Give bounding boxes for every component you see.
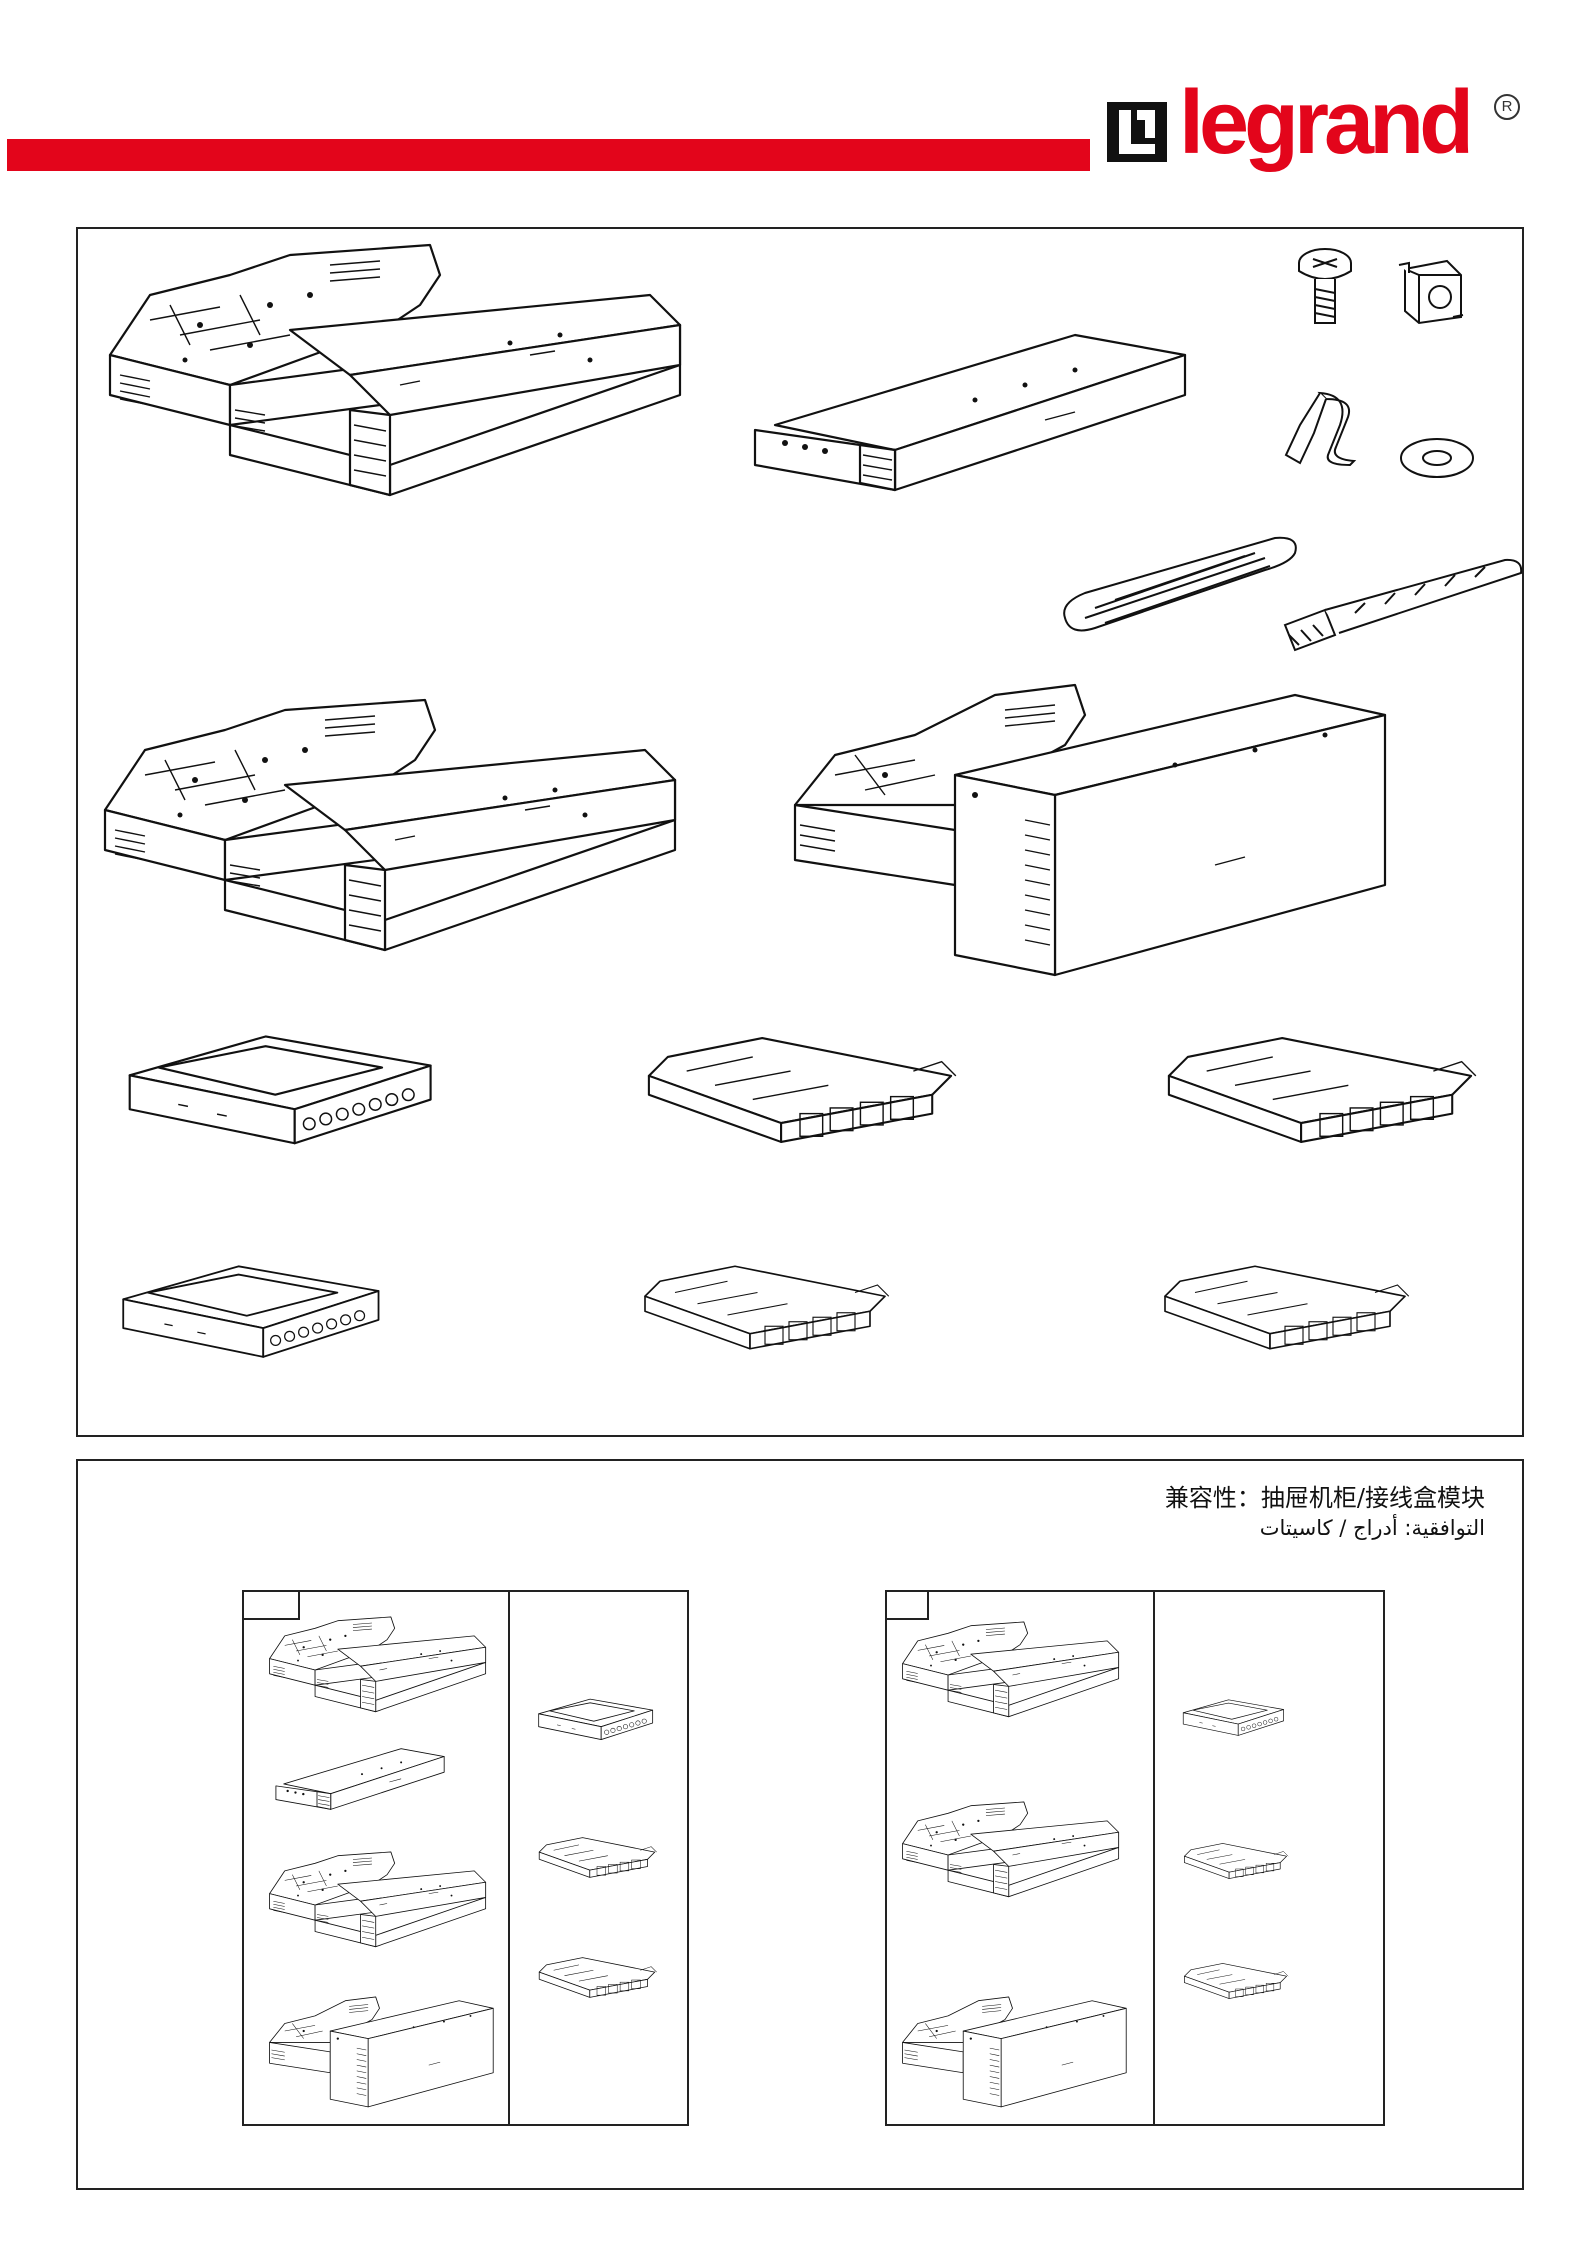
splice-tray-module-illustration	[630, 1015, 970, 1165]
module-thumb-3	[1178, 1955, 1293, 2007]
cassette-with-tray-small-illustration	[1150, 1245, 1420, 1370]
screw-icon	[1295, 245, 1355, 330]
chassis-thumb-3	[262, 1845, 497, 1965]
module-thumb-1	[535, 1690, 660, 1745]
chassis-thumb-3	[895, 1985, 1130, 2115]
cassette-module-small-illustration	[115, 1245, 395, 1370]
registered-mark: R	[1494, 94, 1520, 120]
clip-icon	[1280, 385, 1360, 475]
chassis-thumb-2	[272, 1740, 452, 1820]
chassis-1u-illustration	[745, 315, 1205, 515]
chassis-2u-tray-illustration	[85, 685, 705, 995]
compatibility-label-zh: 兼容性：抽屉机柜/接线盒模块	[1125, 1483, 1485, 1513]
splice-tray-module-small-illustration	[630, 1245, 900, 1370]
module-thumb-1	[1180, 1690, 1290, 1742]
cage-nut-icon	[1395, 255, 1467, 327]
table-divider	[1153, 1592, 1155, 2124]
chassis-thumb-1	[262, 1610, 497, 1730]
chassis-1u-tray-illustration	[90, 230, 710, 540]
module-thumb-2	[1178, 1835, 1293, 1887]
velcro-strap-icon	[1055, 528, 1305, 643]
module-thumb-3	[532, 1950, 662, 2005]
chassis-thumb-2	[895, 1795, 1130, 1915]
cable-tie-icon	[1275, 555, 1525, 665]
cassette-with-tray-illustration	[1150, 1015, 1490, 1165]
logo-wordmark: legrand	[1179, 78, 1469, 168]
cassette-module-illustration	[120, 1015, 450, 1155]
chassis-thumb-1	[895, 1615, 1130, 1735]
chassis-4u-tray-illustration	[775, 655, 1395, 995]
chassis-thumb-4	[262, 1985, 497, 2115]
legrand-logo-icon	[1105, 100, 1169, 164]
compatibility-label-ar: التوافقية: أدراج / كاسيتات	[1125, 1513, 1485, 1543]
compatibility-heading: 兼容性：抽屉机柜/接线盒模块 التوافقية: أدراج / كاسيتا…	[1125, 1483, 1485, 1543]
washer-icon	[1398, 435, 1476, 481]
header-red-bar	[7, 139, 1090, 171]
module-thumb-2	[532, 1830, 662, 1885]
brand-logo: legrand R	[1105, 88, 1485, 198]
table-divider	[508, 1592, 510, 2124]
